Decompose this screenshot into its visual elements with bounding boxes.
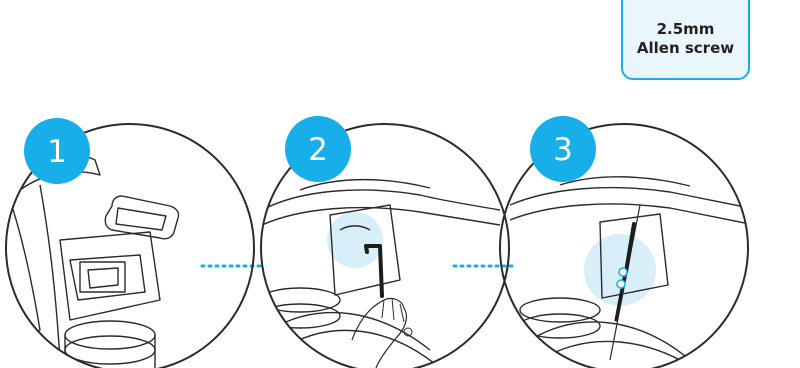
step-2-highlight: [327, 212, 383, 268]
step-2-number: 2: [308, 132, 328, 168]
step-1-illustration: 1: [5, 118, 255, 368]
step-3-badge: [530, 116, 596, 182]
step-2-illustration: 2: [260, 116, 510, 368]
step-1-frame: [5, 123, 255, 368]
step-2-frame: [260, 123, 510, 368]
step-3-frame: [499, 123, 749, 368]
tool-size-label: 2.5mm: [656, 20, 715, 38]
step-1-badge: [24, 118, 90, 184]
tool-type-label: Allen screw: [636, 39, 735, 57]
step-3-number: 3: [553, 132, 573, 168]
step-3-illustration: 3: [499, 116, 749, 368]
tool-requirement-badge: 2.5mm Allen screw: [621, 0, 750, 80]
step-1-number: 1: [47, 134, 67, 170]
step-2-badge: [285, 116, 351, 182]
